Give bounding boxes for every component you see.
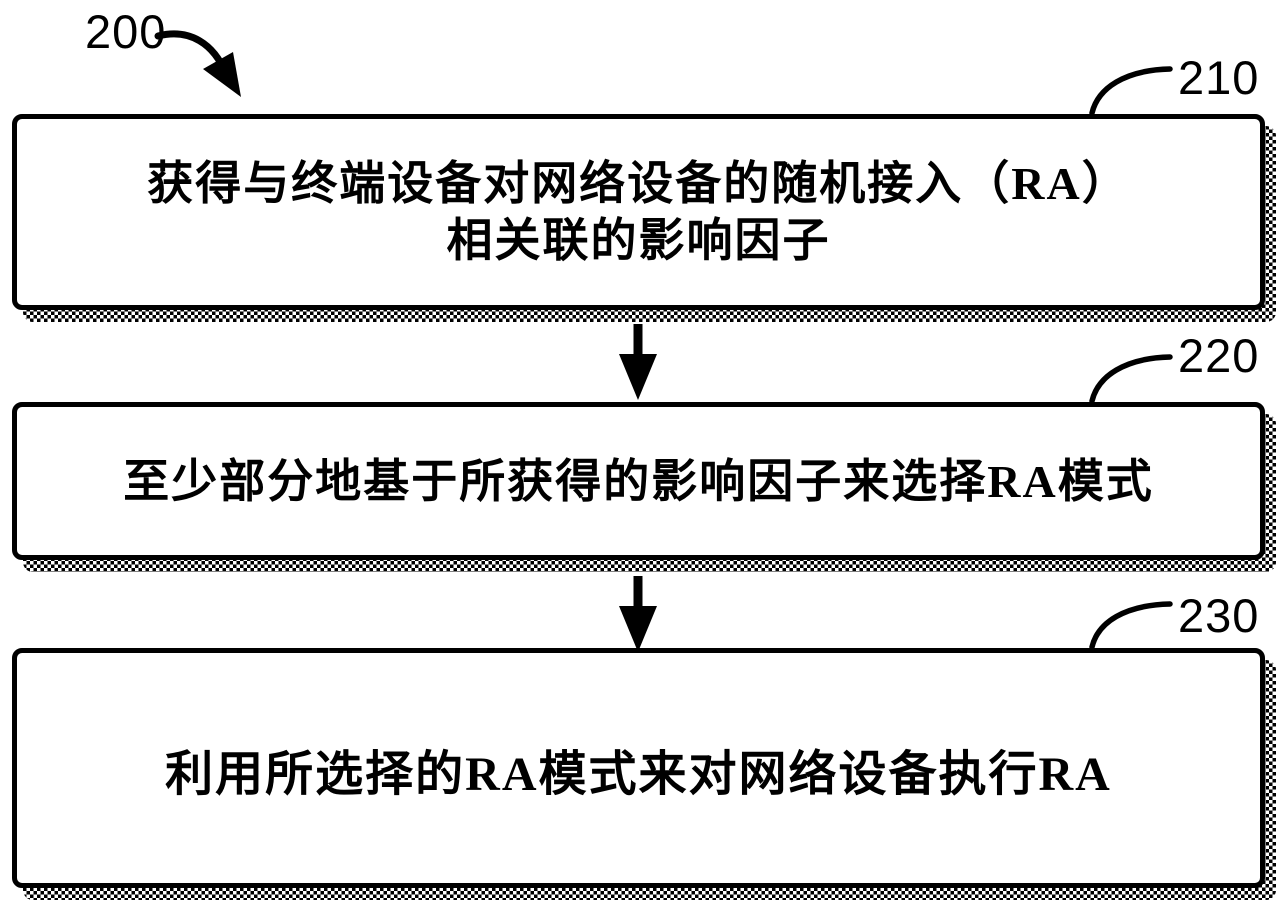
step-box-230: 利用所选择的RA模式来对网络设备执行RA	[12, 648, 1265, 888]
step-box-210: 获得与终端设备对网络设备的随机接入（RA） 相关联的影响因子	[12, 114, 1265, 310]
step-box-220: 至少部分地基于所获得的影响因子来选择RA模式	[12, 402, 1265, 560]
swoosh-arrow-icon	[154, 30, 241, 97]
figure-ref-label: 200	[85, 5, 167, 58]
leader-line-210	[1089, 66, 1173, 116]
step-text-line: 相关联的影响因子	[446, 215, 831, 266]
leader-line-220	[1089, 354, 1173, 404]
down-arrow-icon	[619, 324, 657, 400]
ref-label-210: 210	[1178, 51, 1260, 104]
step-text-line: 至少部分地基于所获得的影响因子来选择RA模式	[123, 455, 1154, 507]
leader-line-230	[1089, 601, 1173, 650]
step-text-line: 获得与终端设备对网络设备的随机接入（RA）	[147, 158, 1130, 209]
step-text-line: 利用所选择的RA模式来对网络设备执行RA	[165, 748, 1112, 801]
ref-label-220: 220	[1178, 329, 1260, 382]
down-arrow-icon	[619, 576, 657, 652]
ref-label-230: 230	[1178, 589, 1260, 642]
